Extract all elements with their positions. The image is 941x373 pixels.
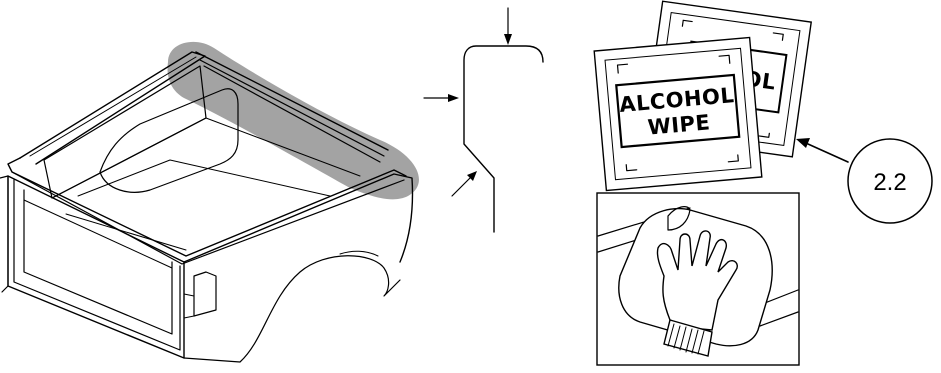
callout-arrow-icon bbox=[796, 138, 848, 162]
gloved-hand-wiping-icon bbox=[597, 193, 799, 365]
truck-bed-icon bbox=[0, 42, 419, 362]
wipe-packet-front: ALCOHOL WIPE bbox=[594, 37, 762, 190]
arrow-down-icon bbox=[504, 8, 512, 45]
bed-rail-profile-icon bbox=[424, 8, 543, 232]
alcohol-wipe-icon: OL ALCOHOL WIPE bbox=[594, 1, 811, 190]
step-number: 2.2 bbox=[873, 169, 906, 196]
arrow-diagonal-icon bbox=[452, 171, 477, 196]
arrow-right-icon bbox=[424, 94, 459, 102]
step-callout: 2.2 bbox=[796, 138, 932, 223]
